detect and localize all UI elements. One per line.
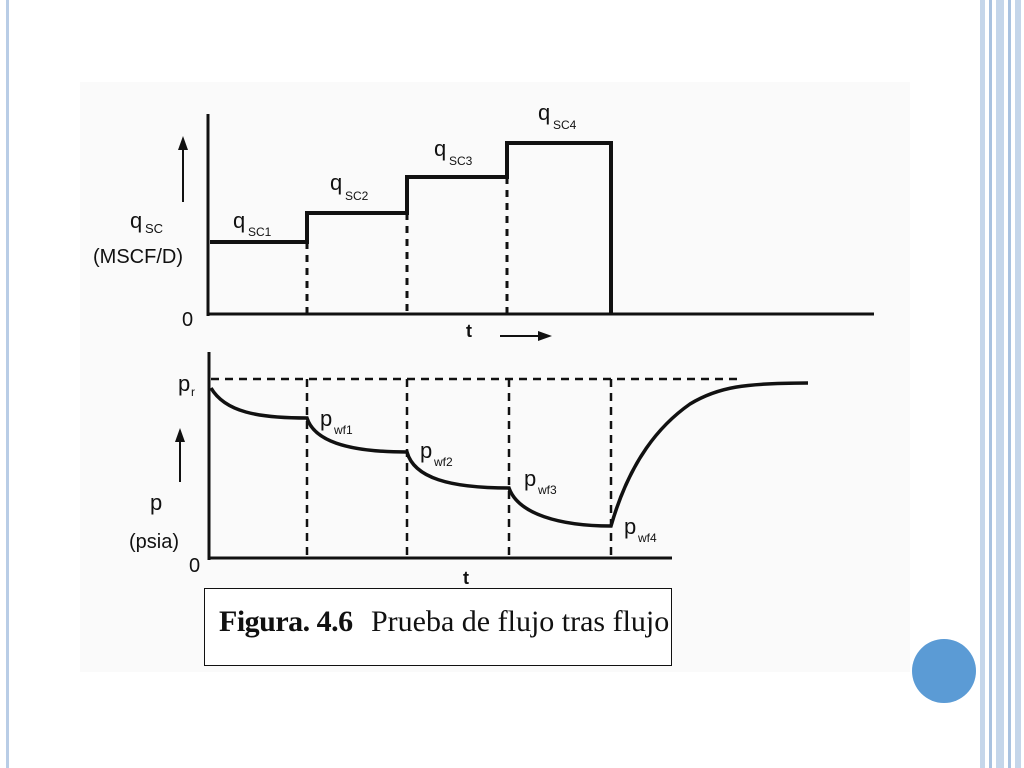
rate-label-3-sub: SC3: [449, 154, 473, 168]
figure-caption: Figura. 4.6 Prueba de flujo tras flujo: [204, 588, 672, 666]
top-ylabel-symbol: q: [130, 208, 142, 233]
bottom-xlabel: t: [463, 568, 469, 588]
slide-accent-circle: [912, 639, 976, 703]
rate-label-4-base: q: [538, 100, 550, 125]
pr-label-sub: r: [191, 385, 195, 399]
top-ylabel-unit: (MSCF/D): [93, 246, 183, 268]
pwf-label-2-sub: wf2: [433, 455, 453, 469]
rate-label-4-sub: SC4: [553, 118, 577, 132]
pr-label-base: p: [178, 371, 190, 396]
pwf-label-1-sub: wf1: [333, 423, 353, 437]
pwf-label-1-base: p: [320, 406, 332, 431]
pwf-label-4-sub: wf4: [637, 531, 657, 545]
rate-label-2-base: q: [330, 170, 342, 195]
rate-label-1-base: q: [233, 208, 245, 233]
top-x-arrow: [500, 331, 552, 341]
rate-step-curve: [210, 141, 613, 314]
rate-label-3-base: q: [434, 136, 446, 161]
pwf-label-3-base: p: [524, 466, 536, 491]
slide-left-rule: [6, 0, 9, 768]
top-zero-label: 0: [182, 309, 193, 331]
top-y-arrow: [178, 136, 188, 202]
slide-right-decoration: [976, 0, 1024, 768]
top-xlabel: t: [466, 321, 472, 341]
caption-text: Prueba de flujo tras flujo: [371, 605, 670, 638]
figure-panel: [80, 82, 910, 672]
bottom-y-arrow: [175, 428, 185, 482]
pressure-curve: [209, 381, 809, 528]
bottom-ylabel-unit: (psia): [129, 531, 179, 553]
top-ylabel-sub: SC: [145, 221, 163, 236]
bottom-ylabel-symbol: p: [150, 490, 162, 515]
pwf-label-2-base: p: [420, 438, 432, 463]
caption-figure-number: Figura. 4.6: [219, 605, 353, 638]
bottom-zero-label: 0: [189, 555, 200, 577]
pwf-label-4-base: p: [624, 514, 636, 539]
pwf-label-3-sub: wf3: [537, 483, 557, 497]
rate-label-2-sub: SC2: [345, 189, 369, 203]
rate-label-1-sub: SC1: [248, 225, 272, 239]
